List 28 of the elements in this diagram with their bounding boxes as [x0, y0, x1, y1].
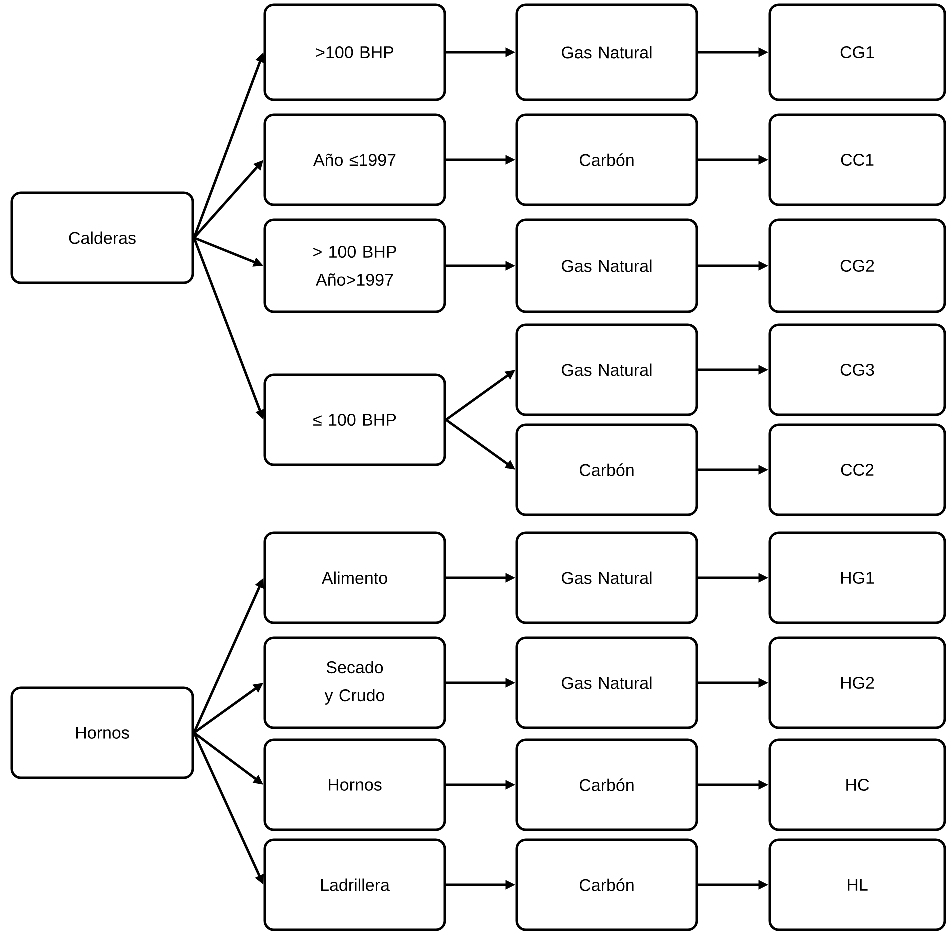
process-box: CG3 [768, 324, 946, 416]
process-box: CG2 [768, 218, 946, 314]
process-box: Carbón [516, 114, 698, 206]
process-box: HC [768, 738, 946, 832]
process-box: HL [768, 838, 946, 932]
process-box: Gas Natural [516, 532, 698, 624]
process-box: ≤ 100 BHP [264, 374, 446, 466]
process-box: Hornos [10, 686, 194, 780]
process-box: CC2 [768, 424, 946, 516]
process-box: Gas Natural [516, 636, 698, 730]
process-box: Carbón [516, 838, 698, 932]
process-box: Gas Natural [516, 4, 698, 102]
process-box: Gas Natural [516, 324, 698, 416]
process-box: > 100 BHP Año>1997 [264, 218, 446, 314]
process-box: HG2 [768, 636, 946, 730]
process-box: CG1 [768, 4, 946, 102]
process-box: Secado y Crudo [264, 636, 446, 730]
process-box: Alimento [264, 532, 446, 624]
process-box: Gas Natural [516, 218, 698, 314]
process-box: Carbón [516, 424, 698, 516]
process-box: HG1 [768, 532, 946, 624]
process-box: >100 BHP [264, 4, 446, 102]
process-box: CC1 [768, 114, 946, 206]
process-box: Hornos [264, 738, 446, 832]
process-box: Ladrillera [264, 838, 446, 932]
process-box: Calderas [10, 192, 194, 284]
process-box: Año ≤1997 [264, 114, 446, 206]
process-box: Carbón [516, 738, 698, 832]
